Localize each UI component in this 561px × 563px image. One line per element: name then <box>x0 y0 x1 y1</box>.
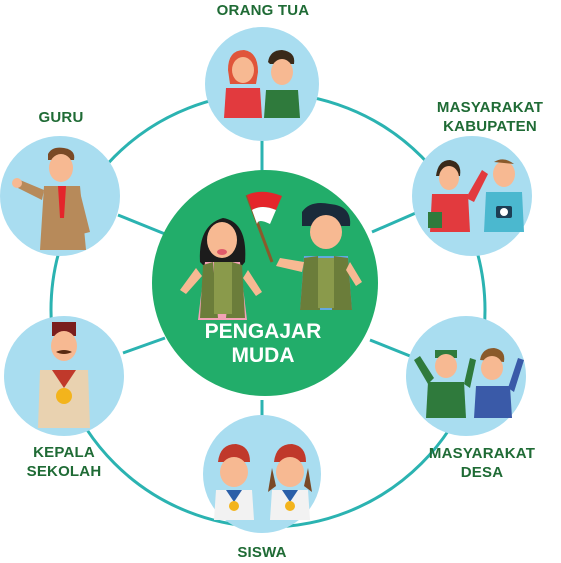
node-siswa <box>203 415 321 533</box>
node-guru <box>0 136 120 256</box>
young-teachers-with-flag-icon <box>180 191 362 320</box>
label-masyarakat-kabupaten: MASYARAKAT KABUPATEN <box>436 99 544 135</box>
node-masyarakat-desa <box>406 316 526 436</box>
node-masyarakat-kabupaten <box>412 136 532 256</box>
center-label-line2: MUDA <box>231 344 295 367</box>
center-label: PENGAJAR MUDA <box>178 320 348 368</box>
parents-couple-icon <box>224 50 300 118</box>
label-siswa: SISWA <box>237 544 287 561</box>
node-kepala-sekolah <box>4 316 124 436</box>
label-kepala-sekolah: KEPALA SEKOLAH <box>26 444 102 480</box>
label-guru: GURU <box>38 109 84 126</box>
regency-community-icon <box>428 159 524 232</box>
label-masyarakat-desa: MASYARAKAT DESA <box>428 445 536 481</box>
principal-icon <box>38 322 90 428</box>
village-community-icon <box>414 348 524 418</box>
center-label-line1: PENGAJAR <box>204 320 322 343</box>
students-icon <box>214 444 312 520</box>
connector-lines <box>117 130 419 420</box>
center-node <box>152 170 378 396</box>
teacher-icon <box>12 147 90 250</box>
node-orang-tua <box>205 27 319 141</box>
label-orang-tua: ORANG TUA <box>216 2 310 19</box>
